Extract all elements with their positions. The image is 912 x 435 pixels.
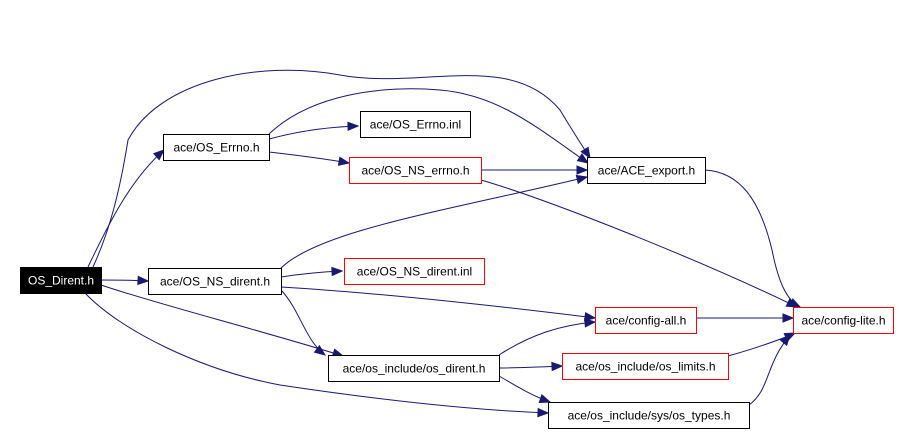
node-label: ace/os_include/os_dirent.h bbox=[343, 362, 486, 376]
edge-ace_os_ns_errno_h-to-ace_ace_export_h bbox=[481, 165, 589, 175]
edge-line bbox=[280, 176, 588, 269]
edge-ace_ace_export_h-to-ace_config_lite_h bbox=[704, 169, 802, 308]
node-label: ace/os_include/os_limits.h bbox=[575, 360, 715, 374]
arrowhead bbox=[347, 121, 360, 132]
arrowhead bbox=[538, 394, 552, 404]
node-box[interactable] bbox=[148, 268, 282, 295]
node-label: OS_Dirent.h bbox=[28, 274, 94, 288]
node-label: ace/OS_Errno.inl bbox=[370, 118, 461, 132]
arrowhead bbox=[576, 153, 590, 164]
node-box[interactable] bbox=[344, 258, 485, 285]
node-os-dirent-h[interactable]: OS_Dirent.h bbox=[20, 267, 102, 294]
edge-line bbox=[498, 321, 596, 356]
node-box[interactable] bbox=[793, 307, 894, 334]
arrowhead bbox=[575, 174, 589, 185]
edge-line bbox=[727, 332, 796, 357]
node-ace-os-errno-h[interactable]: ace/OS_Errno.h bbox=[163, 134, 270, 161]
edge-os_dirent_h-to-ace_os_errno_h bbox=[87, 149, 166, 268]
node-ace-os-errno-inl[interactable]: ace/OS_Errno.inl bbox=[360, 111, 471, 138]
node-box[interactable] bbox=[328, 355, 500, 382]
edge-line bbox=[268, 125, 359, 140]
edge-ace_os_errno_h-to-ace_os_errno_inl bbox=[268, 121, 360, 140]
arrowhead bbox=[782, 313, 795, 323]
node-label: ace/OS_NS_dirent.h bbox=[160, 275, 270, 289]
arrowhead bbox=[576, 165, 589, 175]
node-ace-os-include-os-limits-h[interactable]: ace/os_include/os_limits.h bbox=[562, 353, 729, 380]
arrowhead bbox=[584, 318, 597, 328]
node-label: ace/os_include/sys/os_types.h bbox=[568, 409, 731, 423]
edges-layer bbox=[84, 69, 802, 418]
node-ace-os-ns-dirent-inl[interactable]: ace/OS_NS_dirent.inl bbox=[344, 258, 485, 285]
edge-os_dirent_h-to-ace_os_include_os_dirent_h bbox=[100, 284, 345, 358]
node-box[interactable] bbox=[548, 402, 750, 429]
node-ace-os-include-sys-os-types-h[interactable]: ace/os_include/sys/os_types.h bbox=[548, 402, 750, 429]
edge-line bbox=[268, 88, 589, 164]
edge-ace_os_errno_h-to-ace_ace_export_h bbox=[268, 88, 590, 164]
arrowhead bbox=[152, 149, 166, 161]
node-box[interactable] bbox=[360, 111, 471, 138]
arrowhead bbox=[779, 333, 791, 347]
arrowhead bbox=[788, 298, 802, 308]
edge-line bbox=[480, 179, 798, 308]
edge-os_dirent_h-to-ace_ace_export_h bbox=[92, 69, 591, 268]
node-box[interactable] bbox=[349, 157, 482, 184]
edge-ace_os_ns_dirent_h-to-ace_ace_export_h bbox=[280, 174, 589, 269]
edge-ace_os_include_os_dirent_h-to-ace_os_include_os_limits_h bbox=[498, 361, 564, 372]
node-box[interactable] bbox=[163, 134, 270, 161]
edge-ace_os_include_os_limits_h-to-ace_config_lite_h bbox=[727, 332, 797, 357]
edge-line bbox=[100, 284, 344, 357]
edge-ace_os_ns_dirent_h-to-ace_os_ns_dirent_inl bbox=[280, 266, 344, 278]
arrowhead bbox=[137, 275, 150, 286]
arrowhead bbox=[337, 156, 351, 166]
node-box[interactable] bbox=[562, 353, 729, 380]
edge-line bbox=[748, 334, 791, 406]
node-label: ace/config-lite.h bbox=[801, 314, 885, 328]
node-box[interactable] bbox=[587, 157, 706, 184]
arrowhead bbox=[551, 361, 564, 372]
node-box[interactable] bbox=[20, 267, 102, 294]
edge-os_dirent_h-to-ace_os_include_sys_os_types_h bbox=[84, 292, 550, 418]
arrowhead bbox=[537, 407, 550, 418]
node-ace-os-ns-errno-h[interactable]: ace/OS_NS_errno.h bbox=[349, 157, 482, 184]
edge-ace_os_include_sys_os_types_h-to-ace_config_lite_h bbox=[748, 333, 791, 406]
edge-ace_os_include_os_dirent_h-to-ace_os_include_sys_os_types_h bbox=[498, 375, 552, 404]
node-ace-os-include-os-dirent-h[interactable]: ace/os_include/os_dirent.h bbox=[328, 355, 500, 382]
arrowhead bbox=[313, 344, 327, 356]
arrowhead bbox=[583, 312, 597, 322]
nodes-layer: OS_Dirent.h ace/OS_Errno.h ace/OS_Errno.in… bbox=[20, 111, 894, 429]
edge-line bbox=[268, 151, 350, 164]
edge-ace_os_ns_dirent_h-to-ace_config_all_h bbox=[280, 286, 597, 322]
node-ace-config-all-h[interactable]: ace/config-all.h bbox=[595, 307, 697, 334]
node-label: ace/OS_NS_dirent.inl bbox=[357, 265, 472, 279]
node-label: ace/config-all.h bbox=[606, 314, 687, 328]
edge-ace_os_errno_h-to-ace_os_ns_errno_h bbox=[268, 151, 351, 166]
arrowhead bbox=[580, 146, 591, 160]
edge-line bbox=[280, 289, 326, 356]
node-ace-config-lite-h[interactable]: ace/config-lite.h bbox=[793, 307, 894, 334]
node-label: ace/ACE_export.h bbox=[598, 164, 695, 178]
edge-os_dirent_h-to-ace_os_ns_dirent_h bbox=[100, 275, 150, 286]
edge-line bbox=[92, 69, 591, 268]
node-label: ace/OS_Errno.h bbox=[173, 141, 259, 155]
edge-line bbox=[280, 286, 596, 319]
edge-line bbox=[87, 149, 165, 268]
edge-ace_os_ns_dirent_h-to-ace_os_include_os_dirent_h bbox=[280, 289, 327, 356]
edge-ace_config_all_h-to-ace_config_lite_h bbox=[696, 313, 795, 323]
node-label: ace/OS_NS_errno.h bbox=[361, 164, 469, 178]
edge-line bbox=[704, 169, 801, 308]
arrowhead bbox=[331, 266, 344, 277]
edge-line bbox=[84, 292, 549, 414]
edge-ace_os_include_os_dirent_h-to-ace_config_all_h bbox=[498, 318, 597, 356]
node-box[interactable] bbox=[595, 307, 697, 334]
node-ace-ace-export-h[interactable]: ace/ACE_export.h bbox=[587, 157, 706, 184]
node-ace-os-ns-dirent-h[interactable]: ace/OS_NS_dirent.h bbox=[148, 268, 282, 295]
edge-ace_os_ns_errno_h-to-ace_config_lite_h bbox=[480, 179, 799, 308]
